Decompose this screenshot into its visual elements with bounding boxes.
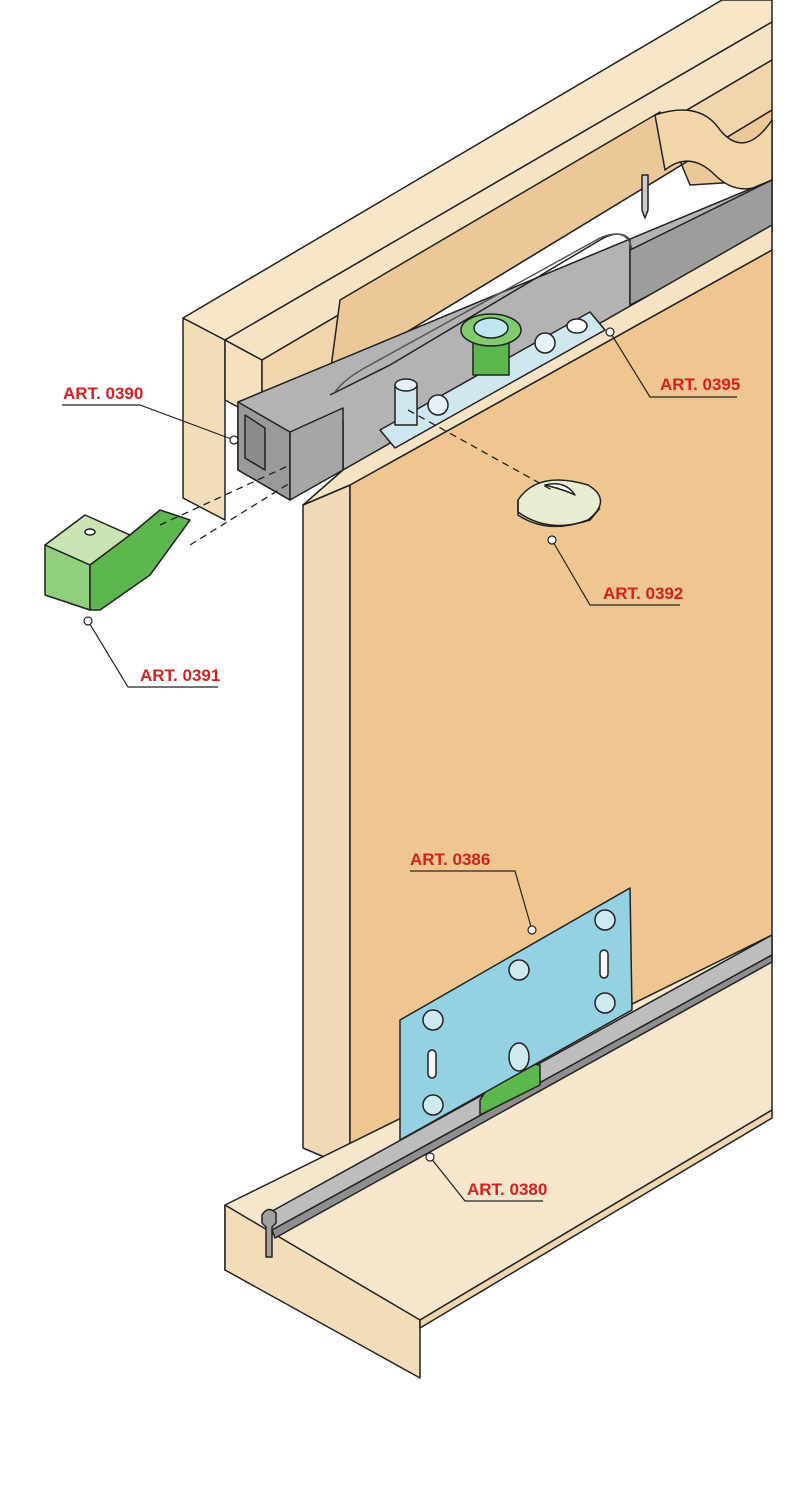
label-art-0392: ART. 0392 <box>603 584 683 603</box>
assembly-lines <box>159 409 553 546</box>
label-art-0380: ART. 0380 <box>467 1180 547 1199</box>
bottom-roller-plate <box>399 887 633 1141</box>
label-art-0386: ART. 0386 <box>410 850 490 869</box>
label-art-0390: ART. 0390 <box>63 384 143 403</box>
green-end-stop <box>44 509 191 611</box>
screw-icon <box>508 959 530 981</box>
top-pivot-plate <box>379 174 649 449</box>
screw-icon <box>422 1094 444 1116</box>
screw-icon <box>594 909 616 931</box>
leader-dots <box>83 327 615 1162</box>
leader-lines <box>62 331 737 1202</box>
c-washer <box>517 479 602 528</box>
label-art-0395: ART. 0395 <box>660 375 740 394</box>
screw-icon <box>594 992 616 1014</box>
screw-icon <box>422 1009 444 1031</box>
label-art-0391: ART. 0391 <box>140 666 220 685</box>
roller-axle-icon <box>508 1042 530 1072</box>
